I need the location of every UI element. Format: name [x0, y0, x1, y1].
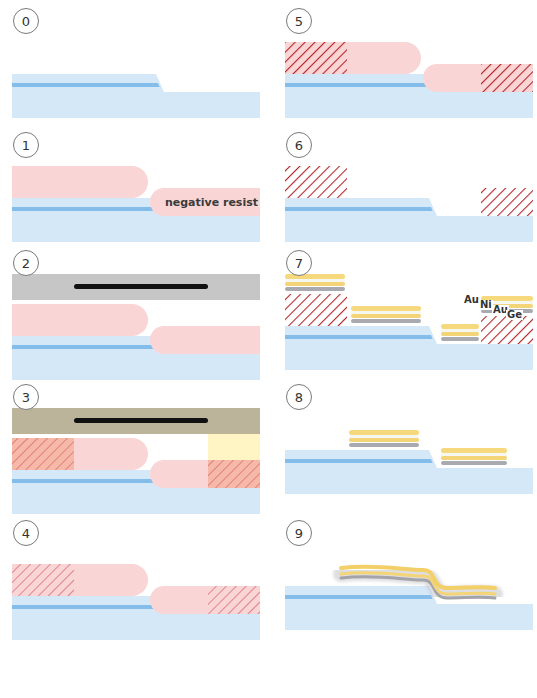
au-layer — [351, 306, 421, 311]
resist-upper — [12, 304, 148, 336]
au-layer — [441, 324, 479, 329]
au-layer — [441, 456, 507, 460]
ge-layer — [441, 337, 479, 341]
step-label: 8 — [295, 391, 303, 404]
step-number: 4 — [13, 520, 39, 546]
au-layer — [441, 448, 507, 453]
exposed-tint — [12, 438, 74, 470]
mask-chrome — [74, 418, 208, 423]
au-layer — [441, 332, 479, 336]
resist-upper — [12, 564, 148, 596]
resist-block — [285, 294, 347, 326]
ni-layer — [285, 279, 345, 282]
quantum-well-layer — [12, 207, 160, 211]
quantum-well-layer — [285, 83, 433, 87]
exposed-resist — [285, 294, 347, 326]
au-layer — [349, 438, 419, 442]
metal-label: Au — [463, 295, 480, 305]
step-label: 9 — [295, 527, 303, 540]
step-number: 0 — [13, 8, 39, 34]
metal-label: Ni — [479, 300, 493, 310]
mask-chrome — [74, 284, 208, 289]
exposed-resist — [285, 42, 347, 74]
resist-label: negative resist — [165, 196, 258, 209]
resist-block — [481, 316, 533, 344]
step-label: 5 — [295, 15, 303, 28]
ni-layer — [349, 435, 419, 438]
quantum-well-layer — [285, 207, 433, 211]
ni-layer — [441, 453, 507, 456]
step-label: 2 — [22, 257, 30, 270]
resist-block — [481, 188, 533, 216]
exposed-resist — [208, 586, 260, 614]
resist-lower — [150, 188, 260, 216]
quantum-well-layer — [285, 335, 433, 339]
photomask — [12, 274, 260, 300]
step-label: 7 — [295, 257, 303, 270]
step-number: 8 — [286, 384, 312, 410]
quantum-well-layer — [12, 83, 160, 87]
step-label: 4 — [22, 527, 30, 540]
au-layer — [285, 282, 345, 286]
resist-upper — [12, 166, 148, 198]
step-number: 9 — [286, 520, 312, 546]
light-glow — [208, 434, 260, 460]
step-number: 7 — [286, 250, 312, 276]
ge-layer — [351, 319, 421, 323]
exposed-resist — [12, 564, 74, 596]
step-number: 1 — [13, 132, 39, 158]
au-layer — [341, 573, 495, 594]
resist-upper — [285, 42, 421, 74]
exposed-resist — [481, 64, 533, 92]
au-layer — [351, 314, 421, 318]
step-number: 5 — [286, 8, 312, 34]
quantum-well-layer — [12, 479, 160, 483]
ge-layer — [441, 461, 507, 465]
exposed-tint — [208, 460, 260, 488]
resist-lower — [150, 460, 260, 488]
exposed-resist — [481, 316, 533, 344]
quantum-well-layer — [12, 605, 160, 609]
quantum-well-layer — [12, 345, 160, 349]
step-label: 1 — [22, 139, 30, 152]
exposed-resist — [12, 438, 74, 470]
resist-block — [285, 166, 347, 198]
resist-lower — [423, 64, 533, 92]
quantum-well-layer — [285, 459, 433, 463]
ge-layer — [285, 287, 345, 291]
ni-layer — [351, 311, 421, 314]
step-label: 0 — [22, 15, 30, 28]
step-number: 6 — [286, 132, 312, 158]
exposed-resist — [208, 460, 260, 488]
photomask — [12, 408, 260, 434]
substrate — [285, 450, 533, 494]
ni-layer — [441, 329, 479, 332]
au-layer — [341, 567, 495, 588]
metal-label: Ge — [506, 310, 523, 320]
step-label: 6 — [295, 139, 303, 152]
exposed-resist — [285, 166, 347, 198]
step-number: 3 — [13, 384, 39, 410]
quantum-well-layer — [285, 595, 433, 599]
resist-lower — [150, 326, 260, 354]
au-layer — [349, 430, 419, 435]
exposed-resist — [481, 188, 533, 216]
step-number: 2 — [13, 250, 39, 276]
substrate — [12, 74, 260, 118]
resist-lower — [150, 586, 260, 614]
ge-layer — [349, 443, 419, 447]
step-label: 3 — [22, 391, 30, 404]
resist-upper — [12, 438, 148, 470]
